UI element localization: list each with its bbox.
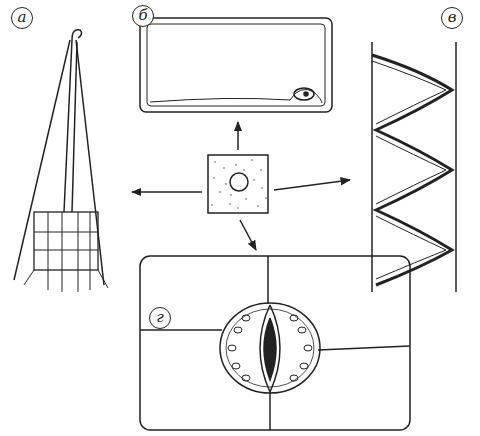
callout-letter: б: [138, 8, 147, 23]
callout-letter: г: [156, 310, 164, 325]
callout-letter: в: [448, 10, 457, 25]
arrow: [240, 220, 256, 250]
letter-circle: а: [11, 7, 33, 29]
letter-circle: б: [132, 5, 154, 27]
callout-letter: а: [18, 10, 27, 25]
parenchyma-cell: [140, 18, 332, 112]
nucleus: [230, 173, 248, 191]
arrow: [237, 122, 239, 150]
root-hair-cell: [14, 30, 108, 292]
cytoplasm-dots: [211, 159, 267, 209]
letter-circle: в: [441, 7, 463, 29]
arrow: [274, 180, 350, 190]
letter-circle: г: [149, 307, 171, 329]
stoma-complex: [140, 256, 410, 430]
arrow: [132, 191, 202, 193]
meristem-cell: [208, 155, 268, 213]
spiral-vessel: [372, 42, 456, 292]
